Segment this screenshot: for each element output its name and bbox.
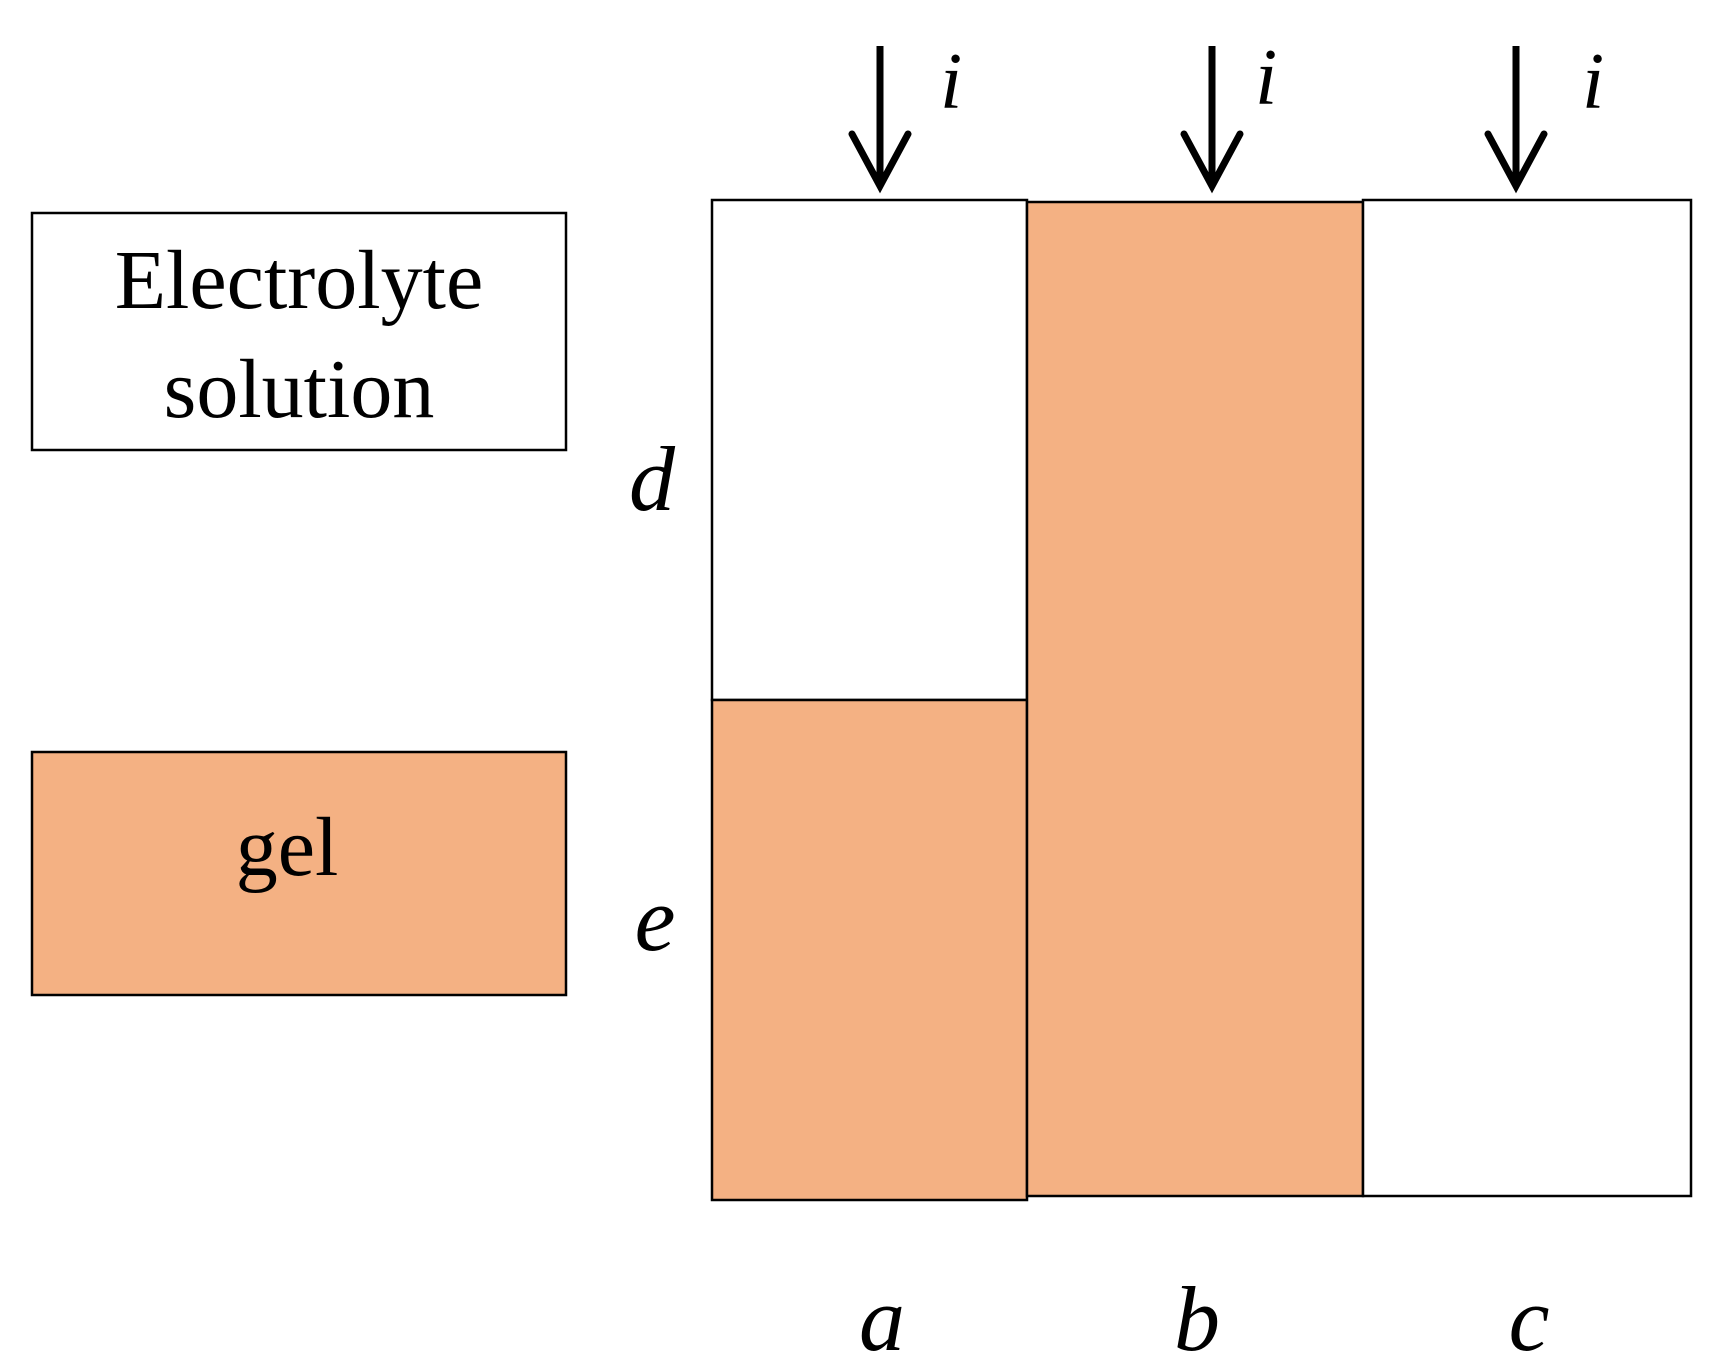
column-c-solution-region	[1361, 198, 1693, 1198]
current-arrow-a: i	[848, 38, 962, 194]
current-arrow-b: i	[1180, 34, 1277, 194]
current-label-a: i	[940, 38, 962, 126]
column-a-solution-region	[710, 198, 1029, 702]
legend-solution-label-line1: Electrolyte	[115, 234, 483, 327]
column-a	[710, 198, 1029, 1202]
current-arrow-c-head	[1484, 130, 1548, 194]
legend-solution-swatch	[30, 211, 568, 452]
legend-gel: gel	[30, 750, 568, 997]
column-label-a: a	[859, 1268, 905, 1364]
legend-solution-label-line2: solution	[164, 343, 435, 436]
column-label-c: c	[1509, 1268, 1550, 1364]
column-label-b: b	[1174, 1268, 1220, 1364]
current-arrow-c: i	[1484, 38, 1604, 194]
current-arrow-a-head	[848, 130, 912, 194]
column-a-gel-region	[710, 698, 1029, 1202]
column-b-gel-region	[1025, 200, 1365, 1198]
legend-gel-label: gel	[236, 801, 339, 894]
legend-solution: Electrolyte solution	[30, 211, 568, 452]
current-label-c: i	[1582, 38, 1604, 126]
row-label-e: e	[635, 868, 676, 970]
column-c	[1361, 198, 1693, 1198]
current-arrow-b-head	[1180, 130, 1244, 194]
legend-gel-swatch	[30, 750, 568, 997]
current-label-b: i	[1255, 34, 1277, 122]
column-b	[1025, 200, 1365, 1198]
row-label-d: d	[629, 428, 676, 530]
